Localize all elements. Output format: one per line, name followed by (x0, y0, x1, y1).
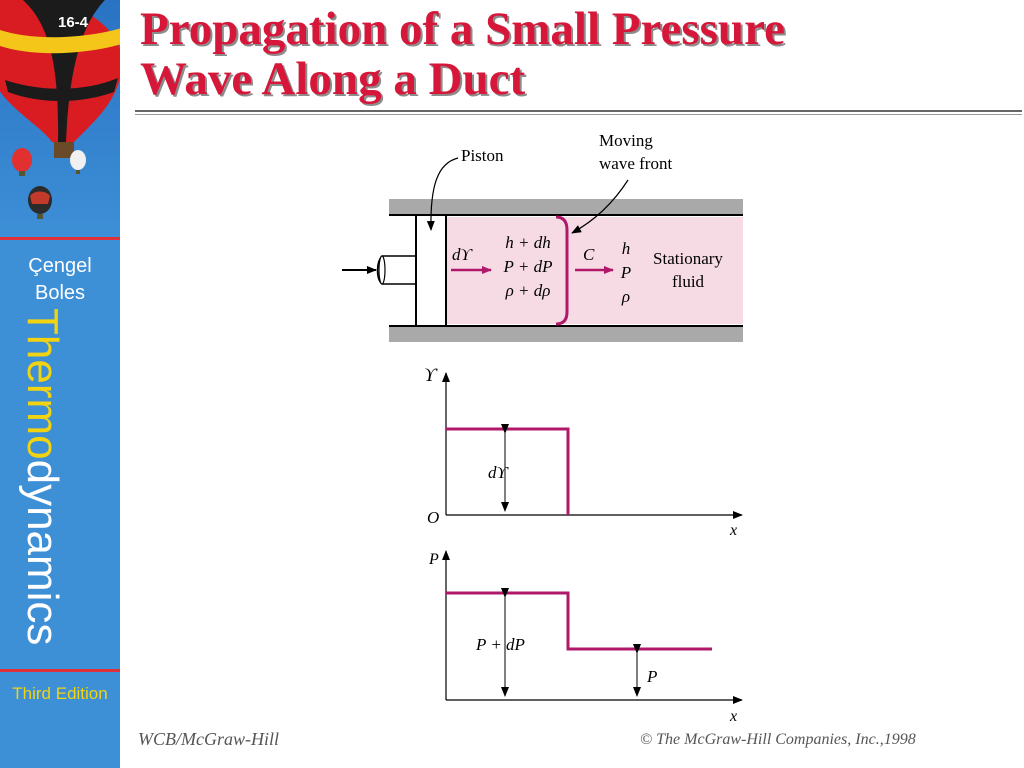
velocity-graph-origin-label: O (427, 508, 439, 527)
wave-front-pointer (571, 179, 629, 234)
pressure-graph-y-label: P (428, 551, 439, 568)
slide-title-line-2: Wave Along a Duct (140, 53, 526, 105)
velocity-step-label: dϒ (488, 463, 510, 482)
velocity-graph: ϒ O x dϒ (424, 365, 743, 539)
slide-number: 16-4 (58, 14, 89, 31)
author-cengel: Çengel (28, 255, 92, 277)
piston-pointer (426, 157, 459, 231)
p-label: P (620, 263, 631, 282)
stationary-fluid-label-line-1: Stationary (653, 249, 723, 268)
moving-wave-front-label-line-2: wave front (599, 154, 672, 173)
duct-wave-diagram: Piston Moving wave front dϒ h + dh P + d… (342, 131, 743, 725)
piston (342, 214, 447, 327)
moving-wave-front-label-line-1: Moving (599, 131, 653, 150)
slide-title: Propagation of a Small Pressure Wave Alo… (140, 4, 785, 104)
book-title-part-thermo: Thermo (18, 308, 67, 460)
title-rule-secondary (135, 114, 1022, 115)
pressure-graph-x-label: x (729, 708, 737, 725)
duct (389, 199, 743, 342)
sidebar-divider-bottom (0, 669, 120, 672)
duct-bottom-wall (389, 327, 743, 342)
copyright-label: © The McGraw-Hill Companies, Inc.,1998 (640, 731, 916, 748)
book-title: Thermodynamics (18, 308, 67, 646)
velocity-graph-x-label: x (729, 522, 737, 539)
piston-label: Piston (461, 146, 504, 165)
sidebar-divider-top (0, 237, 120, 240)
title-rule (135, 110, 1022, 112)
pressure-graph: P x P + dP P (428, 550, 743, 725)
h-plus-dh-label: h + dh (505, 233, 550, 252)
wave-front (555, 215, 569, 326)
hot-air-balloon-image (0, 0, 120, 240)
publisher-label: WCB/McGraw-Hill (138, 729, 279, 749)
h-label: h (622, 239, 631, 258)
pressure-low-label: P (646, 667, 657, 686)
c-label: C (583, 245, 595, 264)
velocity-step-curve (446, 427, 570, 515)
slide-title-line-1: Propagation of a Small Pressure (140, 3, 785, 55)
velocity-graph-y-label: ϒ (424, 365, 438, 386)
sidebar: 16-4 Çengel Boles Thermodynamics Third E… (0, 0, 120, 768)
stationary-fluid-label-line-2: fluid (672, 272, 705, 291)
d-gamma-label: dϒ (452, 245, 474, 264)
duct-top-wall (389, 199, 743, 214)
rho-plus-drho-label: ρ + dρ (505, 281, 551, 300)
rho-label: ρ (621, 287, 630, 306)
edition-label: Third Edition (12, 684, 108, 703)
book-title-part-dynamics: dynamics (18, 459, 67, 646)
pressure-high-label: P + dP (475, 635, 525, 654)
p-plus-dp-label: P + dP (503, 257, 553, 276)
author-boles: Boles (34, 282, 86, 304)
